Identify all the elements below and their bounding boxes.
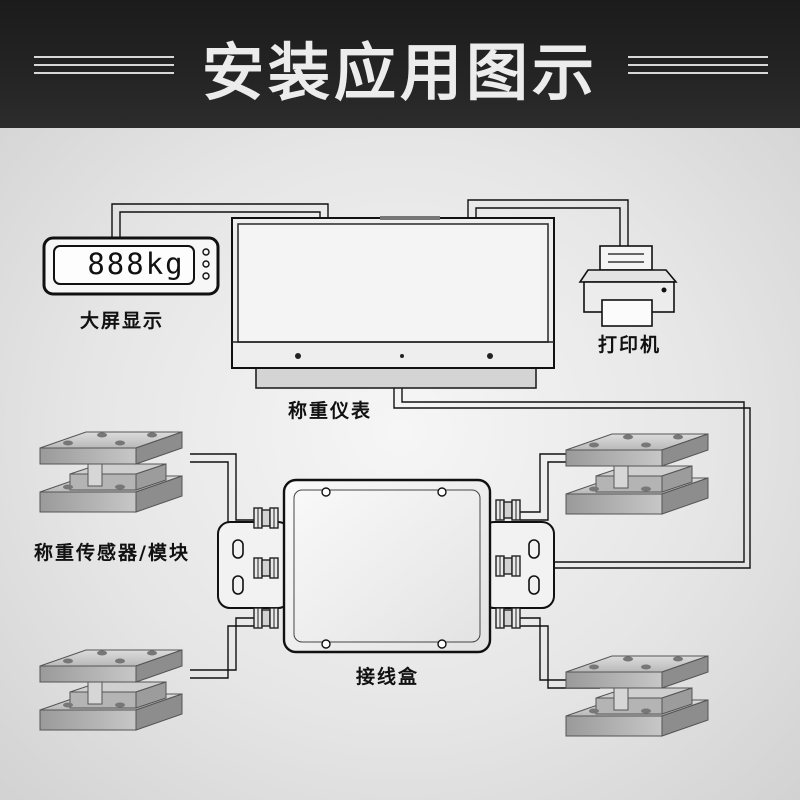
display-readout: 888kg bbox=[87, 247, 185, 281]
header-decoration-left bbox=[34, 56, 174, 78]
label-sensor: 称重传感器/模块 bbox=[34, 542, 190, 564]
load-cell-top-right bbox=[565, 433, 709, 515]
load-cell-top-left bbox=[39, 431, 183, 513]
junction-box bbox=[217, 478, 555, 654]
label-display: 大屏显示 bbox=[80, 310, 165, 332]
label-indicator: 称重仪表 bbox=[288, 400, 373, 422]
load-cell-bottom-left bbox=[39, 649, 183, 731]
label-printer: 打印机 bbox=[598, 334, 662, 356]
header-banner: 安装应用图示 bbox=[0, 0, 800, 128]
large-display-unit bbox=[42, 236, 220, 296]
weighing-indicator bbox=[231, 216, 555, 389]
cables bbox=[111, 199, 751, 689]
page-title: 安装应用图示 bbox=[201, 36, 598, 109]
label-junction-box: 接线盒 bbox=[356, 666, 420, 688]
printer-icon bbox=[578, 245, 678, 327]
load-cell-bottom-right bbox=[565, 655, 709, 737]
header-decoration-right bbox=[628, 56, 768, 78]
